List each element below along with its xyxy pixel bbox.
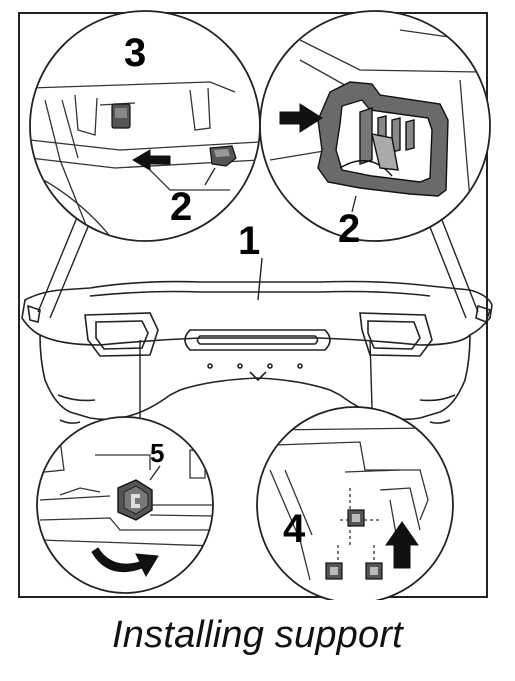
bumper-support-diagram: 3 2 2 1 5 4 [21,10,493,600]
nut-icon [365,562,383,580]
inset-bottom-right [256,406,454,600]
arrow-icon [132,149,171,171]
nut-icon [117,479,153,521]
bumper-cover [21,280,493,424]
callout-1: 1 [238,219,260,263]
callout-2-right: 2 [338,207,360,251]
nut-icon [325,562,343,580]
callout-5: 5 [150,438,164,468]
nut-icon [347,509,365,527]
inset-bottom-left [36,416,214,594]
inset-top-right [259,10,491,242]
rotate-arrow-icon [91,547,159,578]
leader-lines [37,214,479,418]
arrow-icon [279,103,323,133]
callout-3: 3 [124,31,146,75]
figure-caption: Installing support [112,614,403,656]
callout-2-left: 2 [170,185,192,229]
callout-4: 4 [283,507,306,551]
arrow-icon [385,521,419,569]
support-bracket-part [317,81,449,197]
support-clip-part [209,145,237,167]
